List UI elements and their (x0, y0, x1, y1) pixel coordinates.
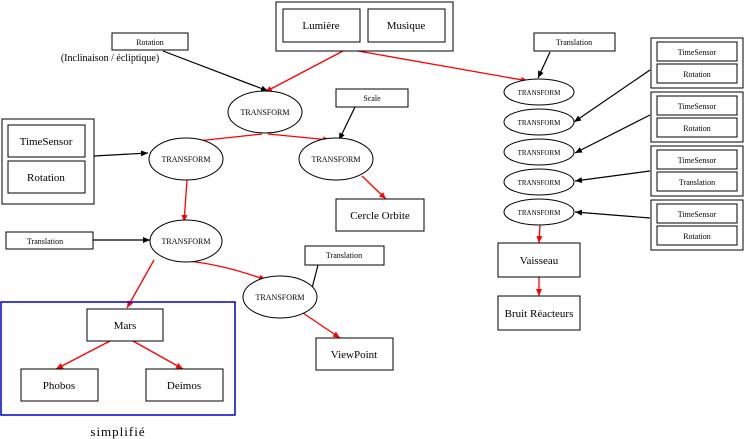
scale-box (335, 88, 409, 108)
edge-box2-tr3 (574, 114, 651, 154)
left-timer-frame (1, 118, 95, 205)
timesensor-label-r3: TimeSensor (678, 156, 717, 165)
edge-timesensor-t2 (93, 150, 149, 157)
transform-label-3: TRANSFORM (312, 155, 361, 164)
rotation-box-r1 (656, 63, 738, 84)
rotation-label-r2: Rotation (683, 124, 711, 133)
timesensor-label-r2: TimeSensor (678, 102, 717, 111)
edge-root-transform1 (264, 50, 344, 93)
transform-right-1 (503, 78, 575, 106)
right-group-4-frame (650, 199, 744, 251)
deimos-label: Deimos (167, 380, 201, 392)
rotation-label-r4: Rotation (683, 232, 711, 241)
vaisseau-label: Vaisseau (520, 255, 559, 267)
edge-box1-tr2 (573, 69, 651, 123)
right-group-1-frame (650, 37, 744, 89)
edge-t1-t3 (267, 133, 331, 143)
simplifie-caption: simplifié (90, 424, 145, 439)
translation-box-left (5, 231, 94, 250)
viewpoint-label: ViewPoint (331, 349, 377, 361)
translation-box-right (533, 32, 616, 52)
transform-right-5 (503, 198, 575, 226)
lumiere-box (282, 8, 361, 43)
translation-label-right: Translation (556, 38, 592, 47)
simplifie-frame (0, 301, 236, 416)
timesensor-box-r3 (656, 149, 738, 170)
rotation-top-box (111, 32, 189, 51)
rotation-box-r4 (656, 225, 738, 246)
transform-right-4 (503, 168, 575, 196)
timesensor-box-left (7, 124, 86, 158)
red-edges (55, 50, 543, 370)
edge-root-transform-right (357, 50, 529, 83)
musique-label: Musique (387, 20, 426, 32)
rotation-box-r2 (656, 117, 738, 138)
translation-label-left: Translation (27, 237, 63, 246)
timesensor-box-r1 (656, 41, 738, 62)
edge-t5-viewpoint (302, 312, 341, 339)
translation-label-mid: Translation (326, 251, 362, 260)
timesensor-box-r2 (656, 95, 738, 116)
transform-label-2: TRANSFORM (162, 155, 211, 164)
black-edges (93, 50, 651, 297)
rotation-label-left: Rotation (27, 172, 65, 184)
musique-box (367, 8, 446, 43)
transform-right-2 (503, 108, 575, 136)
transform-right-label-5: TRANSFORM (518, 209, 562, 217)
rotation-box-left (7, 160, 86, 194)
transform-node-5 (242, 275, 318, 319)
rotation-label-r1: Rotation (683, 70, 711, 79)
edge-t4-mars (126, 259, 155, 309)
timesensor-box-r4 (656, 203, 738, 224)
transform-right-label-1: TRANSFORM (518, 89, 562, 97)
transform-label-4: TRANSFORM (162, 237, 211, 246)
scale-label: Scale (363, 94, 381, 103)
edge-scale-t3 (338, 106, 356, 141)
mars-label: Mars (114, 320, 137, 332)
transform-label-1: TRANSFORM (241, 108, 290, 117)
right-group-3-frame (650, 145, 744, 197)
edge-tr5-vaisseau (536, 224, 543, 244)
cercle-orbite-box (335, 198, 425, 232)
transform-node-1 (227, 90, 303, 134)
edge-mars-deimos (132, 340, 184, 370)
transform-label-5: TRANSFORM (256, 293, 305, 302)
edge-translation-tr1 (537, 51, 551, 79)
mars-box (86, 308, 164, 342)
transform-right-3 (503, 138, 575, 166)
transform-right-label-4: TRANSFORM (518, 179, 562, 187)
vaisseau-box (497, 242, 581, 278)
translation-box-r3 (656, 171, 738, 192)
viewpoint-box (315, 337, 394, 371)
translation-box-mid (304, 245, 385, 266)
transform-node-3 (298, 137, 374, 181)
phobos-box (20, 368, 99, 402)
lumiere-label: Lumière (302, 20, 339, 32)
deimos-box (145, 368, 224, 402)
bruit-label: Bruit Réacteurs (505, 308, 574, 320)
edge-box4-tr5 (574, 209, 651, 219)
edge-box3-tr4 (574, 170, 651, 184)
edge-t4-t5 (187, 260, 267, 281)
edge-mars-phobos (55, 340, 111, 370)
edge-t2-t4 (181, 179, 188, 223)
transform-node-2 (148, 137, 224, 181)
timesensor-label-r1: TimeSensor (678, 48, 717, 57)
edge-t3-cercle (361, 175, 387, 200)
root-group-frame (275, 1, 454, 52)
timesensor-label-r4: TimeSensor (678, 210, 717, 219)
translation-label-r3: Translation (679, 178, 715, 187)
transform-right-label-3: TRANSFORM (518, 149, 562, 157)
transform-right-label-2: TRANSFORM (518, 119, 562, 127)
phobos-label: Phobos (43, 380, 75, 392)
right-group-2-frame (650, 91, 744, 143)
bruit-box (497, 295, 581, 331)
rotation-top-label: Rotation (136, 38, 164, 47)
timesensor-label-left: TimeSensor (20, 136, 73, 148)
transform-node-4 (149, 219, 223, 263)
edge-rotation-t1 (162, 50, 269, 92)
cercle-orbite-label: Cercle Orbite (350, 210, 410, 222)
inclinaison-label: (Inclinaison / écliptique) (61, 53, 159, 64)
